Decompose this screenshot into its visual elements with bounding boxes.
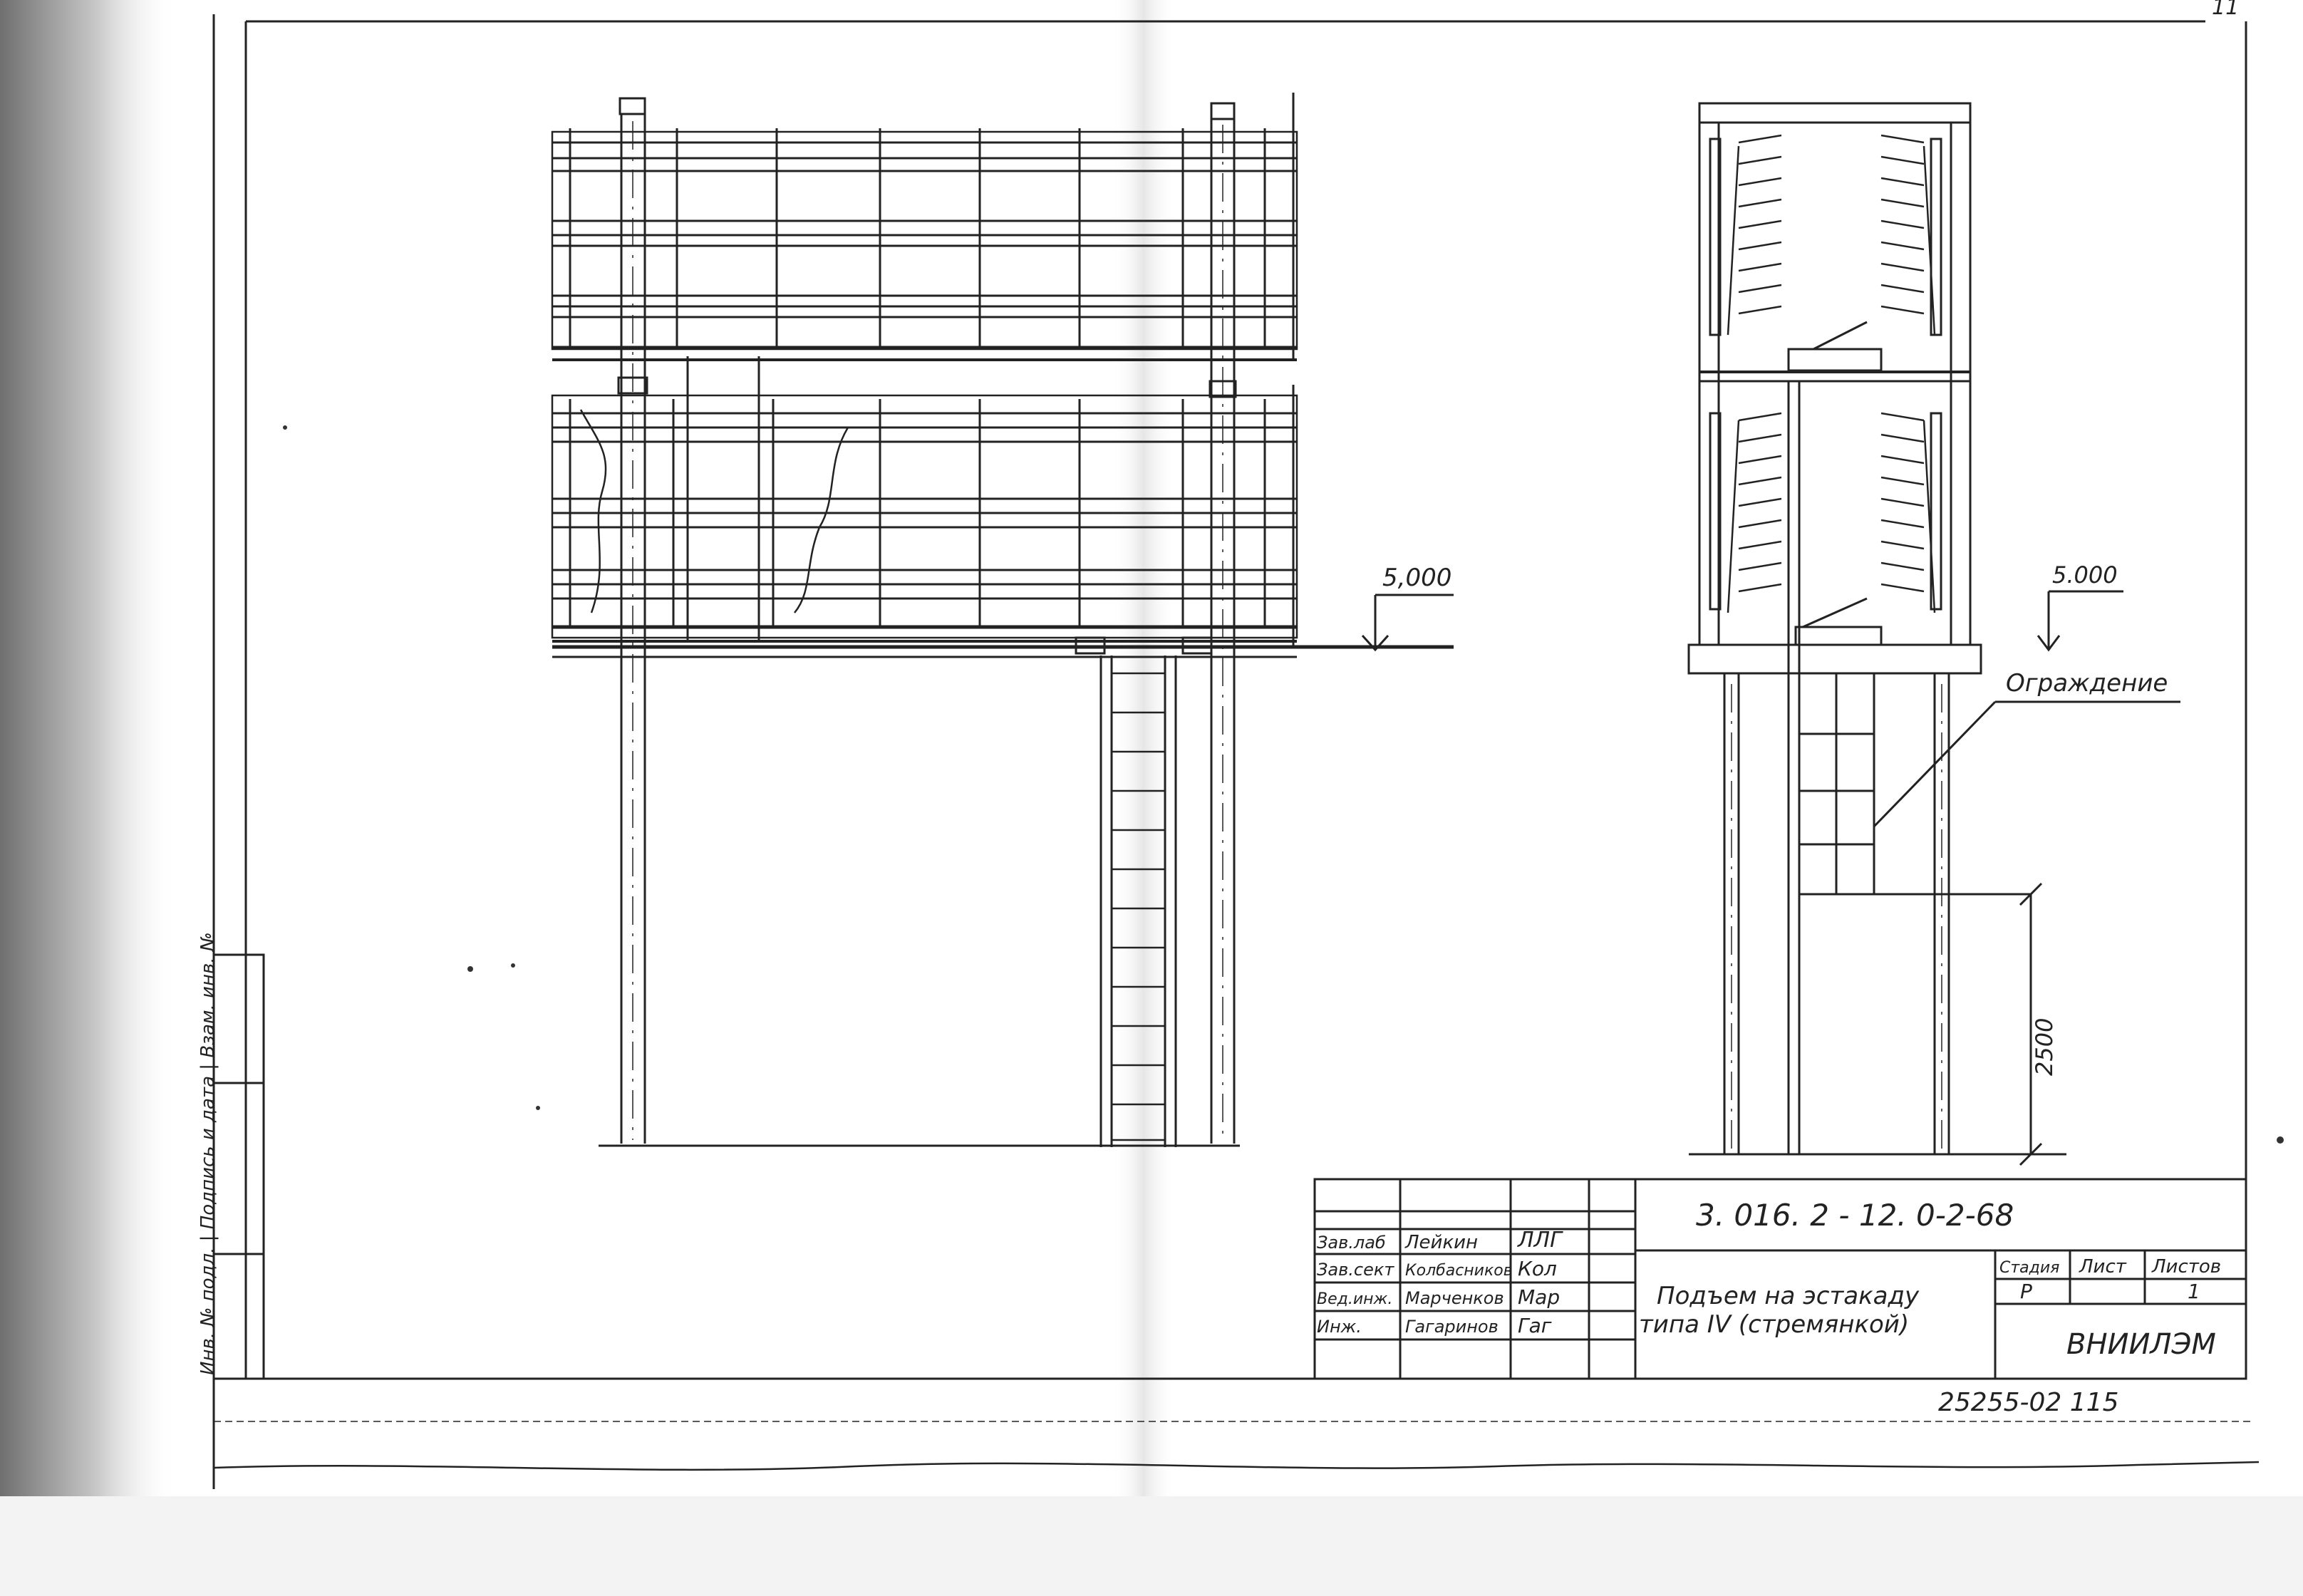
torn-edge-line [213, 1461, 2260, 1471]
hatch-bottom [1794, 626, 1883, 646]
deck-slab [1687, 643, 1982, 675]
title-block [1313, 1178, 2247, 1380]
col-stage: Стадия [1999, 1259, 2059, 1277]
beam-bracket [1075, 636, 1106, 655]
staff-name: Гагаринов [1405, 1317, 1499, 1337]
elevation-label-left: 5,000 [1382, 564, 1451, 592]
title-line-2: типа IV (стремянкой) [1639, 1310, 1909, 1339]
height-dimension-label: 2500 [2031, 1018, 2058, 1076]
col-sheet: Лист [2079, 1256, 2127, 1278]
scan-edge-shadow [0, 0, 178, 1596]
staff-role: Инж. [1317, 1317, 1362, 1337]
staff-signature: ЛЛГ [1517, 1228, 1563, 1253]
staff-signature: Кол [1518, 1257, 1557, 1280]
col-sheets: Листов [2151, 1256, 2221, 1278]
upper-railing [551, 93, 1298, 361]
support-columns [1723, 673, 1950, 1154]
doc-code: 3. 016. 2 - 12. 0-2-68 [1696, 1198, 2014, 1233]
scan-specks [283, 425, 2284, 1144]
staff-role: Вед.инж. [1317, 1290, 1392, 1308]
cage-posts [1709, 138, 1942, 611]
lower-railing [551, 356, 1298, 648]
staff-role: Зав.сект [1317, 1260, 1394, 1280]
staff-signature: Гаг [1518, 1314, 1552, 1337]
railing-leader [1873, 700, 1997, 828]
staff-role: Зав.лаб [1317, 1233, 1386, 1253]
left-column [617, 97, 648, 1144]
archive-number: 25255-02 115 [1938, 1388, 2118, 1417]
hatch-top [1787, 348, 1883, 372]
title-line-1: Подъем на эстакаду [1657, 1282, 1920, 1310]
ladder [1099, 656, 1177, 1147]
org-name: ВНИИЛЭМ [2066, 1328, 2216, 1361]
railing-slats [1727, 134, 1936, 613]
staff-signature: Мар [1518, 1285, 1560, 1309]
right-column [1209, 102, 1237, 1144]
staff-name: Марченков [1405, 1288, 1504, 1308]
sheets-value: 1 [2188, 1280, 2200, 1303]
side-stamp [212, 953, 265, 1380]
ladder-fencing [1798, 672, 2031, 896]
bottom-margin-shade [0, 1496, 2303, 1596]
side-elevation [1687, 102, 2180, 1166]
staff-name: Лейкин [1404, 1232, 1478, 1253]
elevation-label-right: 5.000 [2052, 561, 2118, 589]
railing-label: Ограждение [2006, 669, 2168, 698]
sheet-border [244, 21, 2247, 1380]
side-stamp-text: Инв. № подл. | Подпись и дата | Взам. ин… [197, 932, 219, 1375]
dimension-2500 [2019, 882, 2043, 1166]
stage-value: Р [2020, 1280, 2032, 1303]
elevation-marker-left [1361, 594, 1454, 652]
front-elevation [551, 93, 1454, 1147]
corner-mark: 11 [2212, 0, 2239, 20]
staff-name: Колбасников [1405, 1262, 1513, 1280]
